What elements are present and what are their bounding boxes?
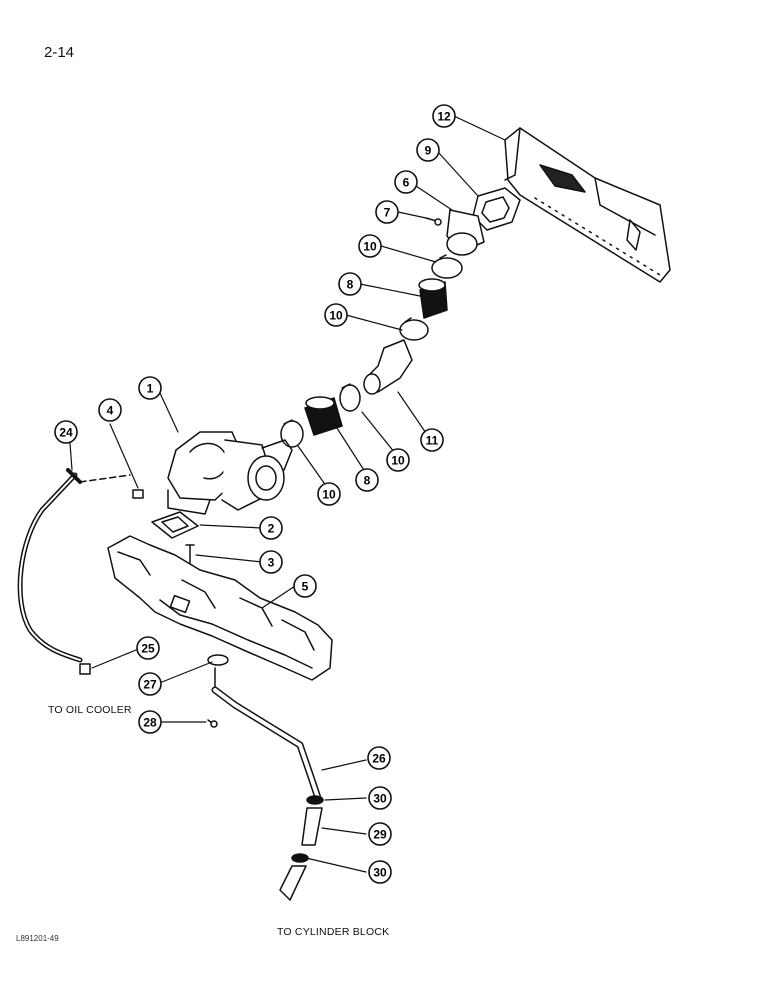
callout-c12: 12: [432, 104, 456, 128]
part-bolt-28: [207, 719, 218, 728]
callout-c10a: 10: [358, 234, 382, 258]
callout-circle: [358, 234, 382, 258]
callout-circle: [138, 672, 162, 696]
part-gasket-2: [151, 511, 199, 539]
callout-circle: [375, 200, 399, 224]
part-fitting-25: [79, 663, 91, 675]
callout-circle: [368, 786, 392, 810]
callout-label: 3: [268, 556, 275, 570]
callout-c3: 3: [259, 550, 283, 574]
part-exhaust-manifold: [107, 535, 333, 681]
callout-label: 29: [373, 828, 387, 842]
callout-circle: [338, 272, 362, 296]
callout-label: 6: [403, 176, 410, 190]
callout-label: 10: [329, 309, 343, 323]
callout-circle: [432, 104, 456, 128]
callout-circle: [317, 482, 341, 506]
part-intake-housing: [504, 127, 671, 283]
callout-c10d: 10: [317, 482, 341, 506]
callout-label: 24: [59, 426, 73, 440]
callout-circle: [367, 746, 391, 770]
part-hose-8-lower: [304, 396, 343, 436]
callout-circle: [259, 550, 283, 574]
page-number: 2-14: [44, 44, 75, 61]
part-flange-6: [446, 209, 485, 256]
callout-c7: 7: [375, 200, 399, 224]
part-drain-tube: [211, 686, 322, 802]
callout-c2: 2: [259, 516, 283, 540]
callout-circle: [54, 420, 78, 444]
note-to-cylinder-block: TO CYLINDER BLOCK: [277, 926, 390, 938]
part-clamp-10-bottom: [280, 419, 304, 448]
callout-label: 1: [147, 382, 154, 396]
callout-label: 4: [107, 404, 114, 418]
callout-label: 26: [372, 752, 386, 766]
callout-c28: 28: [138, 710, 162, 734]
callout-label: 11: [426, 434, 439, 448]
callout-label: 30: [373, 866, 387, 880]
callout-label: 10: [363, 240, 377, 254]
part-clamp-10-upper: [431, 254, 463, 279]
callout-circle: [136, 636, 160, 660]
callout-c9: 9: [416, 138, 440, 162]
callout-label: 10: [391, 454, 405, 468]
part-hose-8-upper: [418, 278, 448, 319]
callout-label: 5: [302, 580, 309, 594]
callout-label: 9: [425, 144, 432, 158]
part-turbocharger: [167, 431, 293, 515]
callout-circle: [293, 574, 317, 598]
callout-c6: 6: [394, 170, 418, 194]
callout-label: 8: [347, 278, 354, 292]
callout-c10b: 10: [324, 303, 348, 327]
part-screw-7: [425, 217, 442, 226]
callout-circle: [324, 303, 348, 327]
callout-label: 25: [141, 642, 155, 656]
part-hose-29: [279, 795, 324, 901]
part-nut-4: [132, 489, 144, 499]
callout-circle: [138, 376, 162, 400]
callout-circle: [416, 138, 440, 162]
callout-c5: 5: [293, 574, 317, 598]
callout-c25: 25: [136, 636, 160, 660]
callout-c27: 27: [138, 672, 162, 696]
part-clamp-10-mid: [399, 317, 429, 341]
callout-c24: 24: [54, 420, 78, 444]
callout-circle: [368, 860, 392, 884]
callout-circle: [420, 428, 444, 452]
callout-c4: 4: [98, 398, 122, 422]
part-elbow-11: [363, 339, 413, 395]
callout-c10c: 10: [386, 448, 410, 472]
callout-label: 12: [437, 110, 451, 124]
callout-c26: 26: [367, 746, 391, 770]
callout-c11: 11: [420, 428, 444, 452]
callout-circle: [386, 448, 410, 472]
callout-label: 7: [384, 206, 391, 220]
callout-c8a: 8: [338, 272, 362, 296]
part-clamp-10-lower: [339, 383, 361, 412]
callout-circle: [259, 516, 283, 540]
callout-c1: 1: [138, 376, 162, 400]
callout-circle: [394, 170, 418, 194]
callout-circle: [368, 822, 392, 846]
figure-id: L891201-49: [16, 934, 59, 943]
callout-label: 27: [143, 678, 157, 692]
callout-c29: 29: [368, 822, 392, 846]
part-flange-27: [207, 654, 229, 689]
callout-circle: [138, 710, 162, 734]
callout-circle: [355, 468, 379, 492]
callout-c30a: 30: [368, 786, 392, 810]
callout-c30b: 30: [368, 860, 392, 884]
part-oil-line: [17, 468, 131, 663]
callout-label: 30: [373, 792, 387, 806]
callout-label: 2: [268, 522, 275, 536]
note-to-oil-cooler: TO OIL COOLER: [48, 704, 132, 716]
callout-label: 10: [322, 488, 336, 502]
callout-label: 8: [364, 474, 371, 488]
callout-c8b: 8: [355, 468, 379, 492]
callout-circle: [98, 398, 122, 422]
callout-label: 28: [143, 716, 157, 730]
